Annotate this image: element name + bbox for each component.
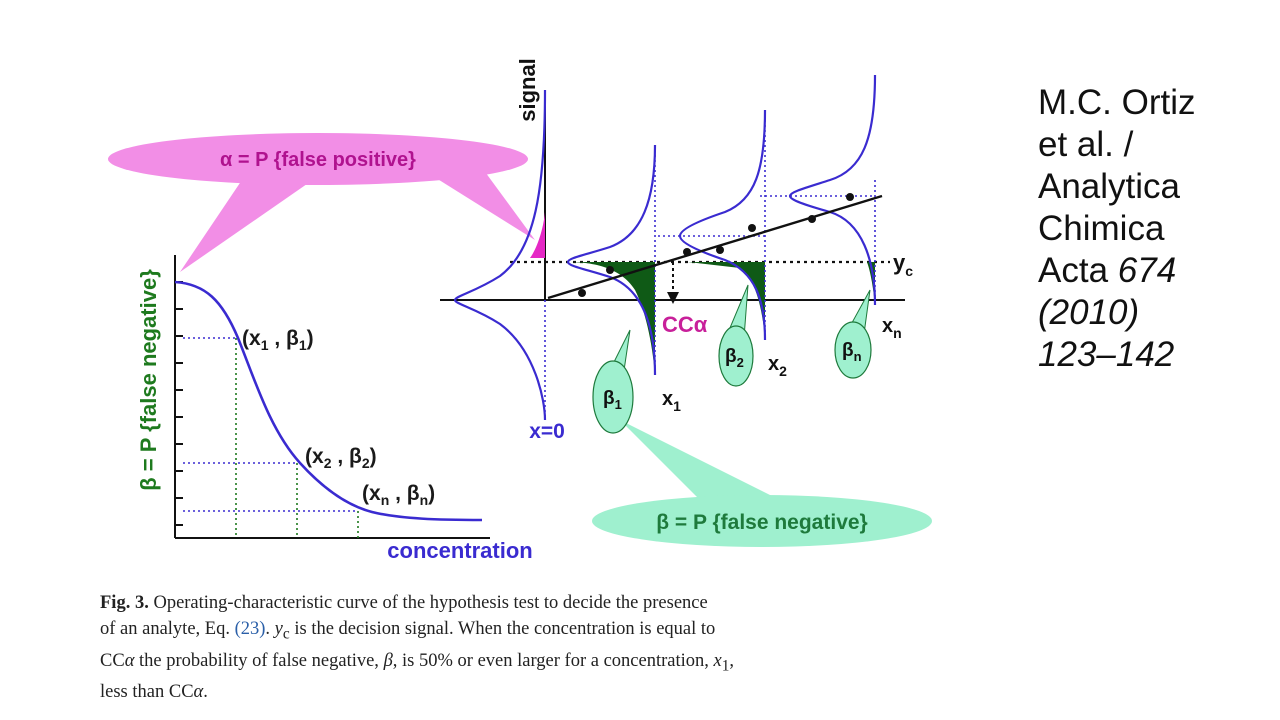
citation: M.C. Ortiz et al. / Analytica Chimica Ac… xyxy=(1038,82,1268,376)
svg-text:β1: β1 xyxy=(603,388,622,412)
beta1-bubble: β1 xyxy=(592,329,634,434)
citation-line-3: Analytica xyxy=(1038,167,1181,206)
citation-line-4: Chimica xyxy=(1038,209,1165,248)
xn-label: xn xyxy=(882,315,902,341)
beta-callout-text: β = P {false negative} xyxy=(656,511,867,534)
left-axis-label: β = P {false negative} xyxy=(136,269,161,491)
caption-line-1: Fig. 3. Operating-characteristic curve o… xyxy=(100,593,708,613)
gaussian-x1: x1 xyxy=(566,144,681,414)
x-axis-label: concentration xyxy=(387,538,532,563)
yc-label: yc xyxy=(893,250,913,279)
x1-label: x1 xyxy=(662,388,681,414)
citation-line-5: Acta 674 xyxy=(1038,251,1177,290)
data-points xyxy=(578,193,854,297)
figure-caption: Fig. 3. Operating-characteristic curve o… xyxy=(100,590,960,705)
svg-text:β2: β2 xyxy=(725,346,744,370)
gaussian-x2: x2 xyxy=(658,109,787,379)
betan-bubble: βn xyxy=(834,289,872,379)
regression-line xyxy=(547,194,883,300)
point-label-n: (xn , βn) xyxy=(362,482,435,508)
citation-line-1: M.C. Ortiz xyxy=(1038,83,1196,122)
oc-axes xyxy=(174,255,490,539)
beta2-bubble: β2 xyxy=(718,284,754,387)
point-label-2: (x2 , β2) xyxy=(305,445,377,471)
alpha-callout-text: α = P {false positive} xyxy=(220,149,416,171)
equation-ref-link[interactable]: (23) xyxy=(234,619,266,639)
beta-callout: β = P {false negative} xyxy=(592,420,932,547)
x2-label: x2 xyxy=(768,353,787,379)
point-label-1: (x1 , β1) xyxy=(242,327,314,353)
citation-line-7: 123–142 xyxy=(1038,335,1175,374)
x0-label: x=0 xyxy=(529,420,565,443)
gaussian-x0: x=0 xyxy=(453,89,565,443)
oc-guides xyxy=(183,337,359,538)
alpha-callout: α = P {false positive} xyxy=(108,133,535,272)
gaussian-xn: xn xyxy=(760,74,902,341)
citation-line-2: et al. / xyxy=(1038,125,1134,164)
cc-alpha-label: CCα xyxy=(662,312,708,337)
cc-alpha-arrow xyxy=(667,262,679,304)
signal-label: signal xyxy=(515,58,540,122)
caption-line-4: less than CCα. xyxy=(100,682,208,703)
svg-text:βn: βn xyxy=(842,340,862,364)
citation-line-6: (2010) xyxy=(1038,293,1140,332)
caption-line-3: CCα the probability of false negative, β… xyxy=(100,650,735,675)
caption-line-2: of an analyte, Eq. (23). yc is the decis… xyxy=(100,619,716,643)
oc-curve xyxy=(174,280,483,522)
